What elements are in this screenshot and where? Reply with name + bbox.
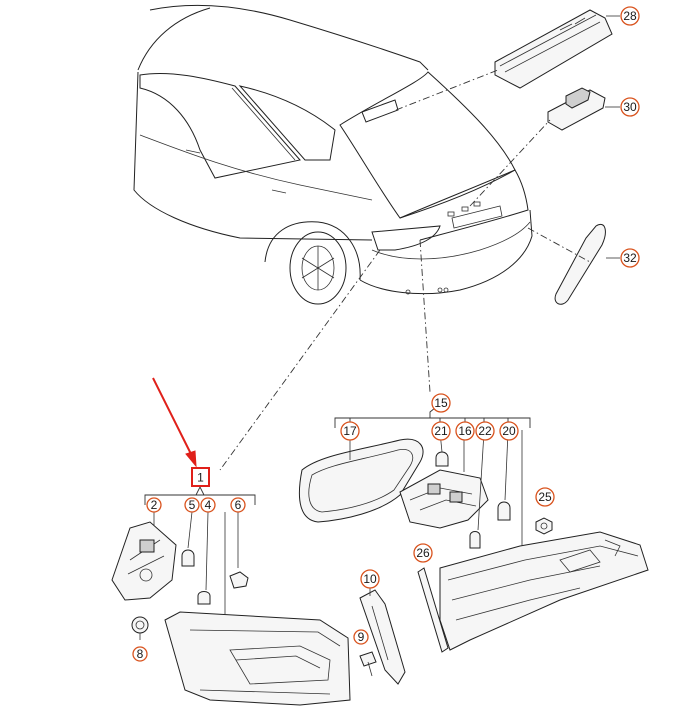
callout-9: 9 [353, 629, 369, 645]
callout-32: 32 [606, 248, 640, 268]
part-5-bulb [181, 549, 195, 567]
svg-text:1: 1 [197, 471, 204, 485]
part-2-bulb-holder [111, 512, 177, 601]
svg-text:25: 25 [538, 490, 552, 504]
callout-1: 1 [197, 471, 204, 485]
outer-tail-light-assembly [164, 512, 351, 706]
inner-tail-light-assembly [439, 430, 649, 651]
callout-1-highlight-box [191, 467, 210, 487]
part-25-nut [535, 517, 553, 535]
callout-2: 2 [146, 497, 162, 513]
callout-21: 21 [431, 421, 451, 441]
svg-text:9: 9 [358, 630, 365, 644]
part-17-gasket [298, 438, 424, 523]
svg-text:22: 22 [478, 424, 492, 438]
callout-4: 4 [200, 497, 216, 513]
callout-16: 16 [455, 421, 475, 441]
part-6-bulb [229, 571, 249, 589]
svg-text:17: 17 [343, 424, 357, 438]
leader-outer-light [219, 249, 381, 471]
part-22-bulb [469, 531, 481, 549]
part-32-reflector [527, 224, 606, 305]
svg-text:2: 2 [151, 498, 158, 512]
callout-20: 20 [499, 421, 519, 441]
svg-text:20: 20 [502, 424, 516, 438]
svg-text:5: 5 [189, 498, 196, 512]
part-21-bulb [435, 451, 449, 467]
part-4-bulb [197, 591, 211, 605]
svg-text:32: 32 [623, 251, 637, 265]
part-10-bracket [359, 588, 406, 685]
part-9-screw [359, 651, 377, 677]
bulbs-group-outer [181, 511, 249, 605]
svg-text:16: 16 [458, 424, 472, 438]
part-16-bulb-holder [399, 432, 489, 529]
callout-28: 28 [606, 6, 640, 26]
svg-text:10: 10 [363, 572, 377, 586]
callout-8: 8 [132, 646, 148, 662]
callout-6: 6 [230, 497, 246, 513]
callout-22: 22 [475, 421, 495, 441]
leader-inner-light [419, 239, 431, 393]
svg-text:28: 28 [623, 9, 637, 23]
svg-text:4: 4 [205, 498, 212, 512]
car-illustration [133, 4, 533, 305]
svg-text:6: 6 [235, 498, 242, 512]
svg-text:30: 30 [623, 100, 637, 114]
svg-text:26: 26 [416, 546, 430, 560]
callout-15: 15 [431, 393, 451, 413]
bulbs-group [435, 431, 511, 549]
part-30-license-light [469, 87, 606, 207]
callout-30: 30 [605, 97, 640, 117]
part-26-seal [417, 567, 449, 653]
part-20-bulb [497, 501, 511, 521]
highlight-arrow [152, 377, 210, 487]
svg-text:8: 8 [137, 647, 144, 661]
callout-5: 5 [184, 497, 200, 513]
callout-10: 10 [360, 569, 380, 589]
callout-26: 26 [413, 543, 433, 563]
svg-text:15: 15 [434, 396, 448, 410]
callout-17: 17 [340, 421, 360, 441]
callout-25: 25 [535, 487, 555, 507]
part-8-grommet [131, 616, 149, 640]
svg-text:21: 21 [434, 424, 448, 438]
part-28-high-brake-light [395, 9, 613, 111]
